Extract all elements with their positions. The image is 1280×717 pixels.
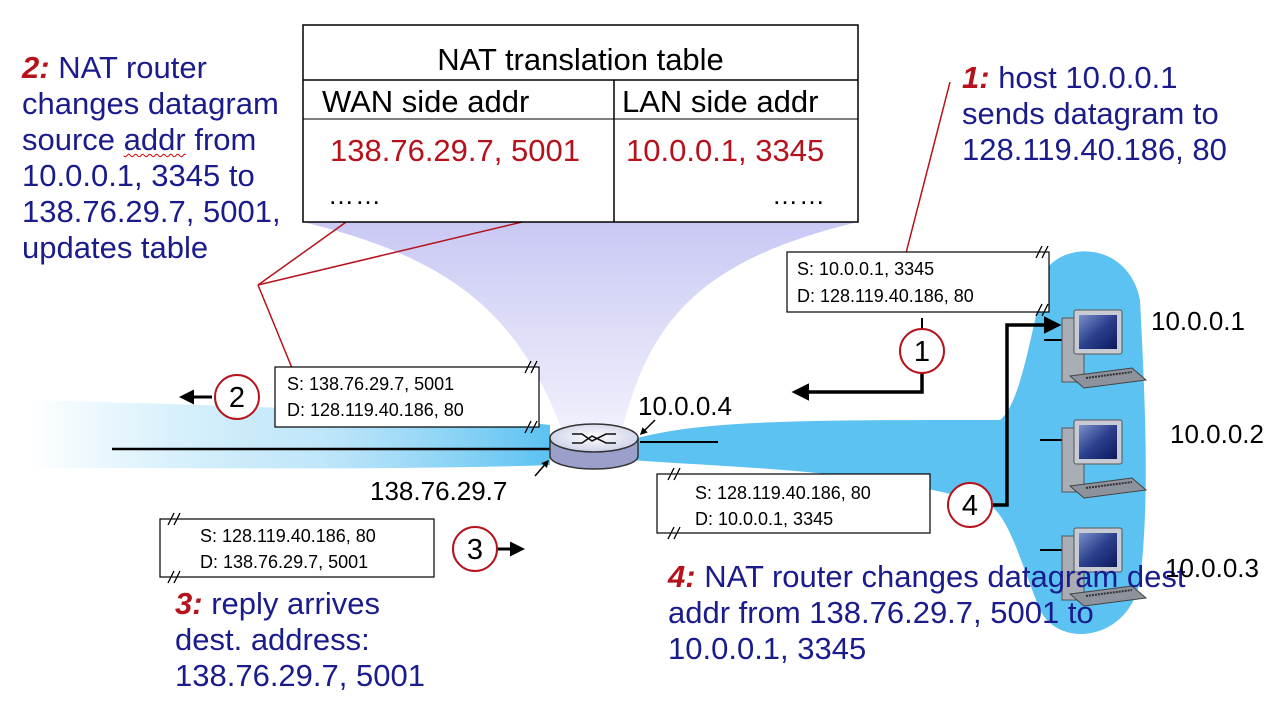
datagram-2-box [274, 366, 540, 428]
circle-2: 2 [214, 374, 260, 420]
host-1-address: 10.0.0.1 [1151, 306, 1245, 336]
step-3-text: reply arrives dest. address: 138.76.29.7… [175, 586, 425, 693]
step-2-description: 2: NAT router changes datagram source ad… [22, 50, 312, 266]
host3-computer-icon[interactable] [1061, 527, 1148, 607]
host1-computer-icon[interactable] [1061, 309, 1148, 389]
step-4-description: 4: NAT router changes datagram dest addr… [668, 559, 1208, 667]
router-wan-address: 138.76.29.7 [370, 476, 508, 506]
circle-4-label: 4 [962, 490, 978, 522]
step1-arrow [791, 370, 924, 401]
circle-1: 1 [899, 328, 945, 374]
step-2-text-b: from 10.0.0.1, 3345 to 138.76.29.7, 5001… [22, 122, 281, 265]
step4-arrow [993, 316, 1062, 507]
datagram-3-box [159, 518, 435, 578]
nat-table-frame [302, 24, 859, 223]
circle-2-label: 2 [229, 382, 245, 414]
datagram-4-dest: D: 10.0.0.1, 3345 [695, 509, 834, 529]
circle-3-label: 3 [467, 534, 483, 566]
datagram-3-source: S: 128.119.40.186, 80 [200, 526, 376, 546]
nat-table-row-lan: 10.0.0.1, 3345 [626, 133, 825, 168]
step-4-text: NAT router changes datagram dest addr fr… [668, 559, 1186, 666]
step-2-text-underlined: addr [123, 122, 186, 157]
step-1-text: host 10.0.0.1 sends datagram to 128.119.… [962, 60, 1227, 167]
table-funnel [303, 222, 858, 430]
step-1-description: 1: host 10.0.0.1 sends datagram to 128.1… [962, 60, 1262, 168]
datagram-1-source: S: 10.0.0.1, 3345 [797, 259, 935, 279]
break-marks [167, 245, 1049, 584]
step-4-number: 4: [668, 559, 696, 594]
step-2-number: 2: [22, 50, 50, 85]
nat-table-row-wan: 138.76.29.7, 5001 [330, 133, 580, 168]
host2-computer-icon[interactable] [1061, 419, 1148, 499]
circle-3: 3 [452, 526, 498, 572]
host-3-address: 10.0.0.3 [1165, 553, 1259, 583]
nat-router[interactable] [549, 423, 639, 470]
step-1-number: 1: [962, 60, 990, 95]
step-3-description: 3: reply arrives dest. address: 138.76.2… [175, 586, 455, 694]
datagram-1-box [786, 251, 1050, 313]
router-lan-pointer [639, 419, 656, 436]
host-2-address: 10.0.0.2 [1170, 419, 1264, 449]
datagram-4-box [656, 473, 931, 534]
datagram-2-source: S: 138.76.29.7, 5001 [287, 374, 455, 394]
step-3-number: 3: [175, 586, 203, 621]
router-lan-address: 10.0.0.4 [638, 391, 732, 421]
datagram-3-dest: D: 138.76.29.7, 5001 [200, 552, 369, 572]
nat-table-col-wan: WAN side addr [322, 84, 530, 119]
router-wan-pointer [534, 459, 549, 477]
nat-table-col-lan: LAN side addr [622, 84, 819, 119]
datagram-4-source: S: 128.119.40.186, 80 [695, 483, 871, 503]
lan-network-region [630, 251, 1146, 635]
circle-1-label: 1 [914, 336, 930, 368]
step-2-text-a: NAT router changes datagram source [22, 50, 279, 157]
datagram-2-dest: D: 128.119.40.186, 80 [287, 400, 464, 420]
nat-table-title: NAT translation table [437, 42, 724, 77]
nat-table-more-lan: …… [772, 180, 826, 210]
datagram-1-dest: D: 128.119.40.186, 80 [797, 286, 974, 306]
circle-4: 4 [947, 482, 993, 528]
nat-table-more-wan: …… [328, 180, 382, 210]
